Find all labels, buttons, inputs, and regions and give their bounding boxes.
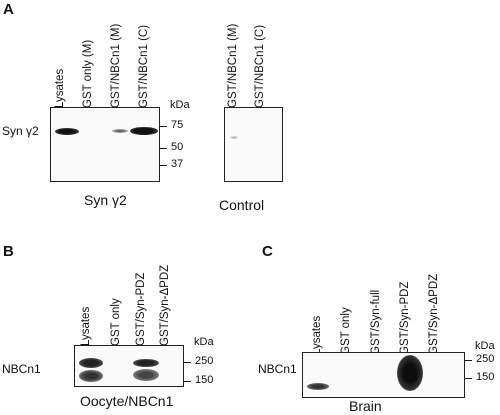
- lane-label: GST/NBCn1 (M): [227, 23, 239, 108]
- kda-label: kDa: [475, 340, 495, 352]
- marker-tick: [184, 381, 191, 382]
- lane-label: Lysates: [54, 68, 66, 108]
- panel-letter-c: C: [262, 243, 273, 260]
- band-syn-pdz-lower: [133, 369, 159, 381]
- marker-tick: [184, 362, 191, 363]
- caption-control: Control: [219, 197, 265, 213]
- band-faint: [230, 136, 238, 139]
- band-lysates: [307, 383, 329, 390]
- lane-label: GST/Syn-full: [370, 289, 382, 355]
- marker-250: 250: [476, 353, 495, 365]
- lane-label: GST/NBCn1 (C): [138, 24, 150, 108]
- lane-label: GST only: [340, 307, 352, 355]
- marker-tick: [160, 148, 167, 149]
- row-label-nbcn1-c: NBCn1: [258, 362, 297, 376]
- western-blot-syn-gamma2: [50, 107, 160, 182]
- band-lysates-upper: [79, 358, 103, 368]
- marker-75: 75: [171, 119, 184, 131]
- marker-250: 250: [195, 355, 214, 367]
- lane-label: GST/Syn-ΔPDZ: [159, 264, 171, 346]
- western-blot-oocyte: [74, 345, 184, 387]
- lane-label: GST/NBCn1 (C): [254, 24, 266, 108]
- marker-150: 150: [476, 371, 495, 383]
- marker-tick: [465, 360, 472, 361]
- band-syn-pdz: [397, 355, 423, 391]
- kda-label: kDa: [194, 336, 214, 348]
- marker-37: 37: [171, 158, 184, 170]
- marker-tick: [160, 165, 167, 166]
- band-syn-pdz-upper: [133, 359, 159, 367]
- panel-letter-b: B: [3, 243, 14, 260]
- caption-brain: Brain: [349, 398, 382, 414]
- band-lysates: [55, 128, 79, 135]
- western-blot-brain: [302, 352, 465, 398]
- marker-tick: [160, 126, 167, 127]
- band-gst-nbcn1-m: [112, 129, 128, 133]
- western-blot-control: [224, 107, 283, 182]
- lane-label: GST/Syn-PDZ: [135, 272, 147, 346]
- caption-oocyte-nbcn1: Oocyte/NBCn1: [80, 393, 174, 409]
- lane-label: GST/Syn-PDZ: [399, 281, 411, 355]
- lane-label: GST only: [110, 298, 122, 346]
- caption-syn-gamma2: Syn γ2: [84, 192, 127, 208]
- lane-label: Lysates: [80, 306, 92, 346]
- lane-label: GST/Syn-ΔPDZ: [428, 273, 440, 355]
- band-gst-nbcn1-c: [130, 127, 158, 135]
- kda-label: kDa: [170, 99, 190, 111]
- marker-tick: [465, 378, 472, 379]
- lane-label: GST/NBCn1 (M): [110, 23, 122, 108]
- marker-150: 150: [195, 374, 214, 386]
- row-label-nbcn1-b: NBCn1: [2, 362, 41, 376]
- lane-label: Lysates: [311, 315, 323, 355]
- lane-label: GST only (M): [82, 39, 94, 108]
- panel-letter-a: A: [3, 1, 14, 18]
- band-lysates-lower: [79, 370, 103, 382]
- marker-50: 50: [171, 141, 184, 153]
- row-label-syn-gamma2: Syn γ2: [2, 124, 39, 138]
